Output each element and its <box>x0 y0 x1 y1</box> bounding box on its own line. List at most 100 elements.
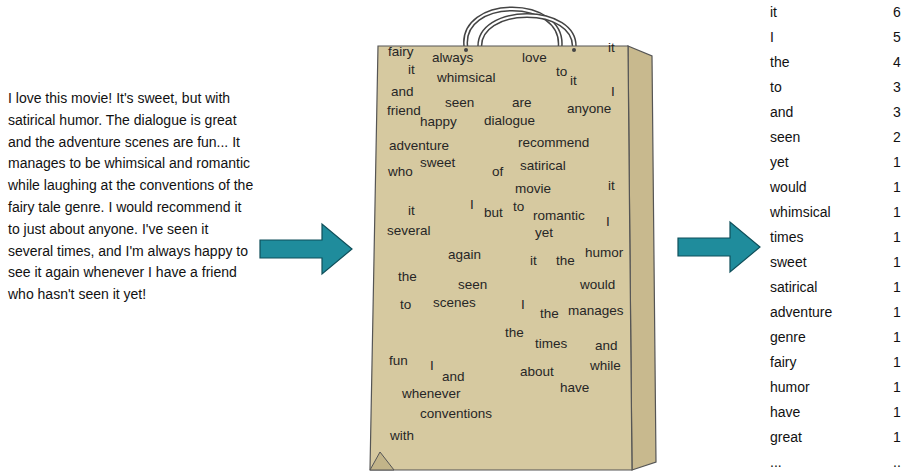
bag-word: who <box>388 164 413 180</box>
count-cell: 3 <box>893 104 901 120</box>
count-cell: 1 <box>893 229 901 245</box>
bag-word: adventure <box>389 138 449 154</box>
count-cell: 1 <box>893 154 901 170</box>
bag-word: to <box>556 64 567 80</box>
bag-word: I <box>470 197 474 213</box>
bag-word: I <box>611 84 615 100</box>
bag-word: anyone <box>567 101 611 117</box>
count-cell: 1 <box>893 329 901 345</box>
count-cell: genre <box>770 329 806 345</box>
block-arrow <box>678 222 760 272</box>
bag-word: yet <box>535 225 553 241</box>
count-cell: the <box>770 54 789 70</box>
bag-word: it <box>608 178 615 194</box>
bag-word: fairy <box>388 44 414 60</box>
bag-word: again <box>448 247 481 263</box>
bag-word: seen <box>458 277 487 293</box>
count-cell: whimsical <box>770 204 831 220</box>
bag-word: but <box>484 205 503 221</box>
count-cell: 5 <box>893 29 901 45</box>
count-cell: 1 <box>893 304 901 320</box>
bag-word: the <box>398 269 417 285</box>
bag-handle-inner <box>480 16 574 51</box>
count-cell: 2 <box>893 129 901 145</box>
bag-word: the <box>556 253 575 269</box>
count-cell: humor <box>770 379 810 395</box>
bag-word: whenever <box>402 386 461 402</box>
bag-word: I <box>521 297 525 313</box>
bag-handle <box>480 16 574 51</box>
bag-word: while <box>590 358 621 374</box>
block-arrow <box>260 224 352 274</box>
bag-word: several <box>387 223 431 239</box>
bag-word: are <box>512 95 532 111</box>
bag-word: times <box>535 336 567 352</box>
bag-word: love <box>522 50 547 66</box>
count-cell: times <box>770 229 803 245</box>
bag-word: satirical <box>520 158 566 174</box>
count-cell: 1 <box>893 354 901 370</box>
count-cell: to <box>770 79 782 95</box>
count-cell: ... <box>770 454 782 470</box>
bag-word: it <box>570 73 577 89</box>
bag-word: romantic <box>533 208 585 224</box>
count-cell: sweet <box>770 254 807 270</box>
count-cell: adventure <box>770 304 832 320</box>
bag-word: recommend <box>518 135 589 151</box>
bag-of-words: fairyalwayslovetoititwhimsicalitIandseen… <box>370 40 660 472</box>
count-cell: 6 <box>893 4 901 20</box>
count-cell: 1 <box>893 179 901 195</box>
count-cell: 4 <box>893 54 901 70</box>
count-cell: .. <box>893 454 901 470</box>
bag-word: movie <box>515 181 551 197</box>
bag-word: whimsical <box>437 70 496 86</box>
bag-word: have <box>560 380 589 396</box>
bag-word: happy <box>420 114 457 130</box>
bag-word: it <box>530 253 537 269</box>
count-cell: seen <box>770 129 800 145</box>
bag-word: and <box>442 369 465 385</box>
bag-word: I <box>606 214 610 230</box>
count-cell: it <box>770 4 777 20</box>
bag-word: friend <box>387 103 421 119</box>
count-cell: satirical <box>770 279 817 295</box>
count-cell: fairy <box>770 354 796 370</box>
count-cell: 1 <box>893 254 901 270</box>
count-cell: would <box>770 179 807 195</box>
bag-word: with <box>390 428 414 444</box>
bag-word: humor <box>585 245 623 261</box>
bag-word: it <box>408 62 415 78</box>
bag-word: seen <box>445 95 474 111</box>
count-cell: have <box>770 404 800 420</box>
bag-word: sweet <box>420 155 455 171</box>
count-cell: and <box>770 104 793 120</box>
bag-handles <box>466 9 575 50</box>
review-paragraph: I love this movie! It's sweet, but with … <box>8 88 256 306</box>
count-cell: 1 <box>893 404 901 420</box>
bag-word: fun <box>389 353 408 369</box>
bag-word: would <box>580 277 615 293</box>
word-count-table: it6I5the4to3and3seen2yet1would1whimsical… <box>768 2 913 473</box>
bag-word: conventions <box>420 406 492 422</box>
handle-rivet <box>572 48 576 52</box>
review-text: I love this movie! It's sweet, but with … <box>8 88 256 308</box>
bag-word: of <box>492 164 503 180</box>
bag-gusset <box>628 46 656 470</box>
bag-word: scenes <box>433 295 476 311</box>
bag-word: I <box>430 358 434 374</box>
bag-front <box>370 46 632 470</box>
bag-word: always <box>432 50 473 66</box>
bag-word: manages <box>568 303 624 319</box>
bag-word: it <box>408 203 415 219</box>
count-cell: 1 <box>893 279 901 295</box>
count-cell: 1 <box>893 204 901 220</box>
count-cell: great <box>770 429 802 445</box>
bag-word: and <box>595 338 618 354</box>
bag-word: to <box>513 199 524 215</box>
bag-word: and <box>391 84 414 100</box>
bag-word: the <box>540 306 559 322</box>
bag-word: dialogue <box>484 113 535 129</box>
bag-word: it <box>608 40 615 56</box>
bag-fold <box>370 452 394 470</box>
count-cell: 3 <box>893 79 901 95</box>
